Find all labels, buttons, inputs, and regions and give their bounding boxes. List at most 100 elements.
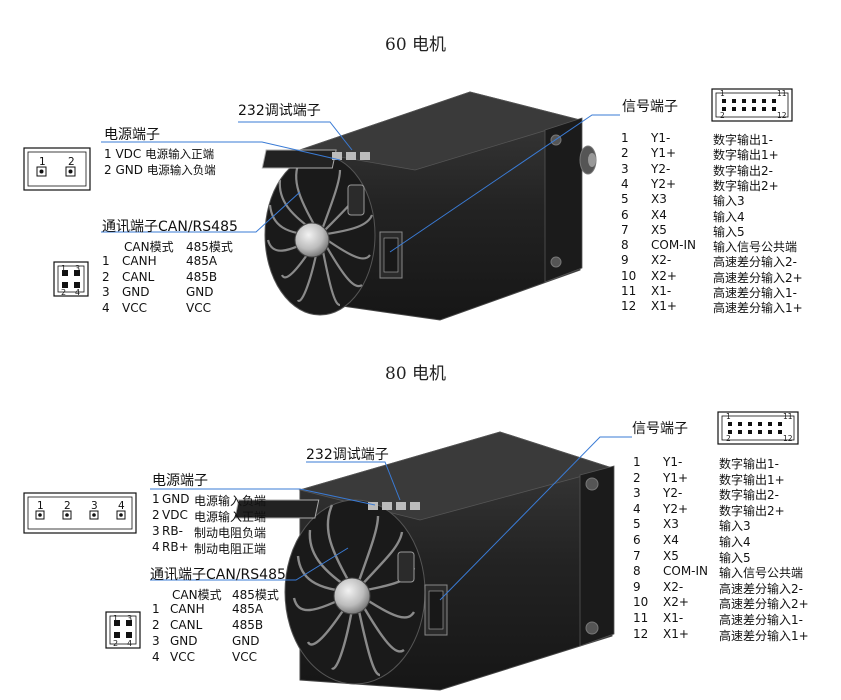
motor80-comm-connector-pin-2: 2 [113,639,119,648]
motor60-signal-pin-no: 9 [621,253,629,268]
motor80-signal-pin-name: X2+ [663,595,689,610]
motor60-signal-pin-name: Y1- [651,131,671,145]
motor60-signal-pin-no: 7 [621,222,629,237]
motor80-power-pin-name: RB- [162,524,183,538]
motor60-comm-connector-pin-4: 4 [75,288,81,297]
motor80-comm-pin-can: CANL [170,618,203,632]
motor80-power-pin-name: GND [162,492,190,506]
motor60-signal-pin-desc: 输入3 [713,194,745,209]
motor80-signal-pin-name: Y2- [663,486,683,501]
motor60-power-pin-2: 2 GND 电源输入负端 [104,163,216,177]
motor80-power-pin-no: 1 [152,492,160,506]
motor60-power-pin-1: 1 VDC 电源输入正端 [104,147,215,161]
motor80-leader-lines [150,436,632,601]
motor80-signal-pin-no: 4 [633,501,641,516]
motor60-signal-pin-name: Y1+ [651,146,677,161]
motor80-comm-pin-no: 1 [152,602,160,616]
motor60-signal-pin-name: COM-IN [651,238,697,253]
motor80-signal-connector-pin-12: 12 [783,434,793,443]
motor80-signal-pin-desc: 高速差分输入2+ [719,597,809,612]
motor60-comm-pin-no: 2 [102,269,110,284]
motor60-title: 60 电机 [385,35,447,55]
motor60-signal-pin-name: X2+ [651,268,677,283]
motor80-power-pin-no: 2 [152,508,160,522]
motor80-signal-label: 信号端子 [632,421,688,437]
motor60-comm-pin-rs485: VCC [186,300,211,315]
motor80-power-pin-desc: 电源输入正端 [194,510,267,524]
motor80-comm-pin-no: 3 [152,634,160,648]
motor60-signal-pin-desc: 高速差分输入1- [713,286,797,300]
motor60-comm-connector [53,261,89,297]
motor80-signal-connector-pin-2: 2 [726,434,731,443]
motor80-signal-pin-no: 2 [633,470,641,485]
motor60-signal-pin-desc: 输入5 [713,224,745,239]
motor80-signal-connector-pin-1: 1 [726,412,731,421]
motor60-signal-pin-no: 5 [621,192,629,207]
motor60-signal-pin-desc: 输入信号公共端 [713,240,798,255]
motor80-signal-pin-desc: 输入4 [719,535,751,549]
motor60-signal-pin-no: 6 [621,207,629,222]
motor60-signal-pin-no: 11 [621,284,637,298]
motor60-comm-header-can: CAN模式 [124,240,174,254]
motor80-signal-pin-name: X1- [663,611,684,625]
motor80-signal-pin-desc: 高速差分输入1- [719,613,803,627]
motor60-signal-pin-name: X4 [651,207,667,222]
motor60-signal-pin-desc: 数字输出2- [713,163,773,178]
motor60-signal-pin-name: X2- [651,253,672,268]
motor60-debug-label: 232调试端子 [238,103,321,119]
motor80-comm-header-485: 485模式 [232,588,279,602]
motor80-comm-pin-rs485: GND [232,634,260,648]
motor60-signal-label: 信号端子 [622,99,678,115]
motor60-signal-pin-desc: 高速差分输入2- [713,255,797,270]
motor80-power-pin-name: VDC [162,508,188,522]
motor80-comm-pin-can: GND [170,634,198,648]
motor80-power-pin-desc: 制动电阻负端 [194,526,267,540]
motor60-power-connector-pin-2: 2 [68,156,75,168]
motor60-comm-label: 通讯端子CAN/RS485 [102,219,238,235]
motor60-signal-pin-no: 3 [621,161,629,176]
motor60-signal-connector-pin-2: 2 [720,111,725,120]
motor60-comm-pin-rs485: GND [186,285,214,299]
motor80-power-pin-no: 3 [152,524,160,538]
motor80-comm-label: 通讯端子CAN/RS485 [150,567,286,583]
motor80-power-connector-pin-4: 4 [118,500,125,512]
motor80-title: 80 电机 [385,364,447,384]
motor60-signal-pin-name: X1+ [651,299,677,314]
motor60-signal-pin-no: 8 [621,238,629,253]
motor80-signal-pin-name: Y1+ [663,470,689,485]
motor60-power-connector [23,147,91,191]
motor60-power-label: 电源端子 [104,127,160,143]
motor80-signal-pin-no: 10 [633,595,649,610]
motor60-signal-pin-no: 4 [621,176,629,191]
motor80-signal-pin-desc: 高速差分输入1+ [719,628,809,643]
motor60-comm-connector-pin-3: 3 [75,264,81,273]
motor80-comm-pin-can: CANH [170,602,205,616]
motor80-power-label: 电源端子 [152,473,208,489]
motor60-drawing [261,91,597,321]
motor80-comm-pin-can: VCC [170,650,195,664]
motor80-signal-pin-no: 8 [633,564,641,579]
motor80-signal-pin-no: 12 [633,626,649,641]
motor60-signal-pin-no: 1 [621,131,629,145]
motor60-signal-pin-desc: 高速差分输入2+ [713,270,803,285]
motor80-comm-pin-rs485: 485B [232,618,264,632]
motor60-signal-pin-desc: 数字输出1+ [713,148,779,163]
motor80-signal-pin-desc: 数字输出2- [719,488,779,503]
motor80-power-connector-pin-2: 2 [64,500,71,512]
motor60-signal-pin-no: 2 [621,146,629,161]
motor60-signal-pin-name: Y2+ [651,176,677,191]
motor60-power-connector-pin-1: 1 [39,156,46,168]
motor80-signal-pin-no: 6 [633,533,641,547]
motor60-comm-pin-no: 3 [102,285,110,299]
motor60-comm-header-485: 485模式 [186,240,233,254]
motor60-comm-pin-rs485: 485B [186,269,218,284]
motor80-comm-pin-no: 4 [152,650,160,664]
motor80-signal-pin-name: X4 [663,533,679,547]
motor60-comm-connector-pin-2: 2 [61,288,67,297]
motor80-signal-pin-no: 1 [633,455,641,469]
motor80-signal-pin-desc: 数字输出1- [719,457,779,471]
motor80-comm-pin-no: 2 [152,618,160,632]
motor80-signal-pin-name: COM-IN [663,564,709,579]
motor60-signal-pin-desc: 高速差分输入1+ [713,301,803,316]
motor60-signal-connector-pin-1: 1 [720,89,725,98]
